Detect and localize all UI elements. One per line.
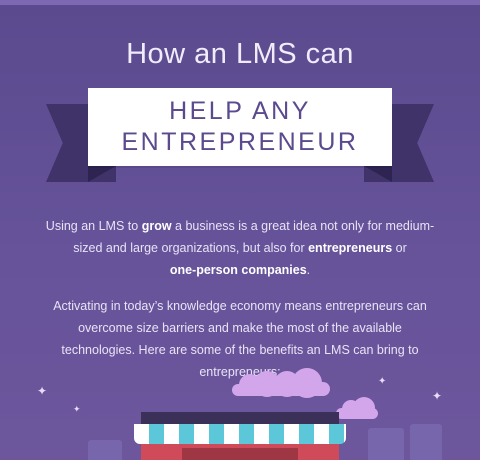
headline: How an LMS can	[126, 38, 354, 70]
intro-text-4: .	[306, 263, 311, 277]
ribbon-fold-left	[88, 166, 116, 182]
ribbon-fold-right	[364, 166, 392, 182]
intro-text-2: a business is a great idea not only for …	[73, 219, 435, 255]
cloud-icon	[264, 368, 330, 398]
ribbon-line-1: HELP ANY	[169, 97, 311, 125]
intro-text-3: or	[392, 241, 407, 255]
building-silhouette	[88, 440, 122, 460]
intro-text-1: Using an LMS to	[45, 219, 142, 233]
sparkle-icon: ✦	[432, 389, 443, 403]
sparkle-icon: ✦	[378, 376, 387, 387]
cloud-icon	[336, 397, 378, 419]
building-silhouette	[368, 428, 404, 460]
top-accent-bar	[0, 0, 480, 5]
sparkle-icon: ✦	[73, 404, 81, 414]
building-silhouette	[410, 424, 442, 460]
store-roof	[141, 412, 339, 424]
intro-paragraph: Using an LMS to grow a business is a gre…	[40, 215, 440, 281]
ribbon-line-2: ENTREPRENEUR	[121, 128, 359, 156]
intro-bold-grow: grow	[141, 219, 172, 233]
title-ribbon: HELP ANY ENTREPRENEUR	[88, 88, 392, 166]
intro-bold-entrepreneurs: entrepreneurs	[308, 241, 393, 255]
benefits-paragraph: Activating in today’s knowledge economy …	[53, 299, 427, 379]
intro-bold-one-person: one-person companies	[169, 263, 307, 277]
store-window	[182, 448, 298, 460]
store-awning	[134, 424, 346, 444]
sparkle-icon: ✦	[37, 384, 48, 398]
